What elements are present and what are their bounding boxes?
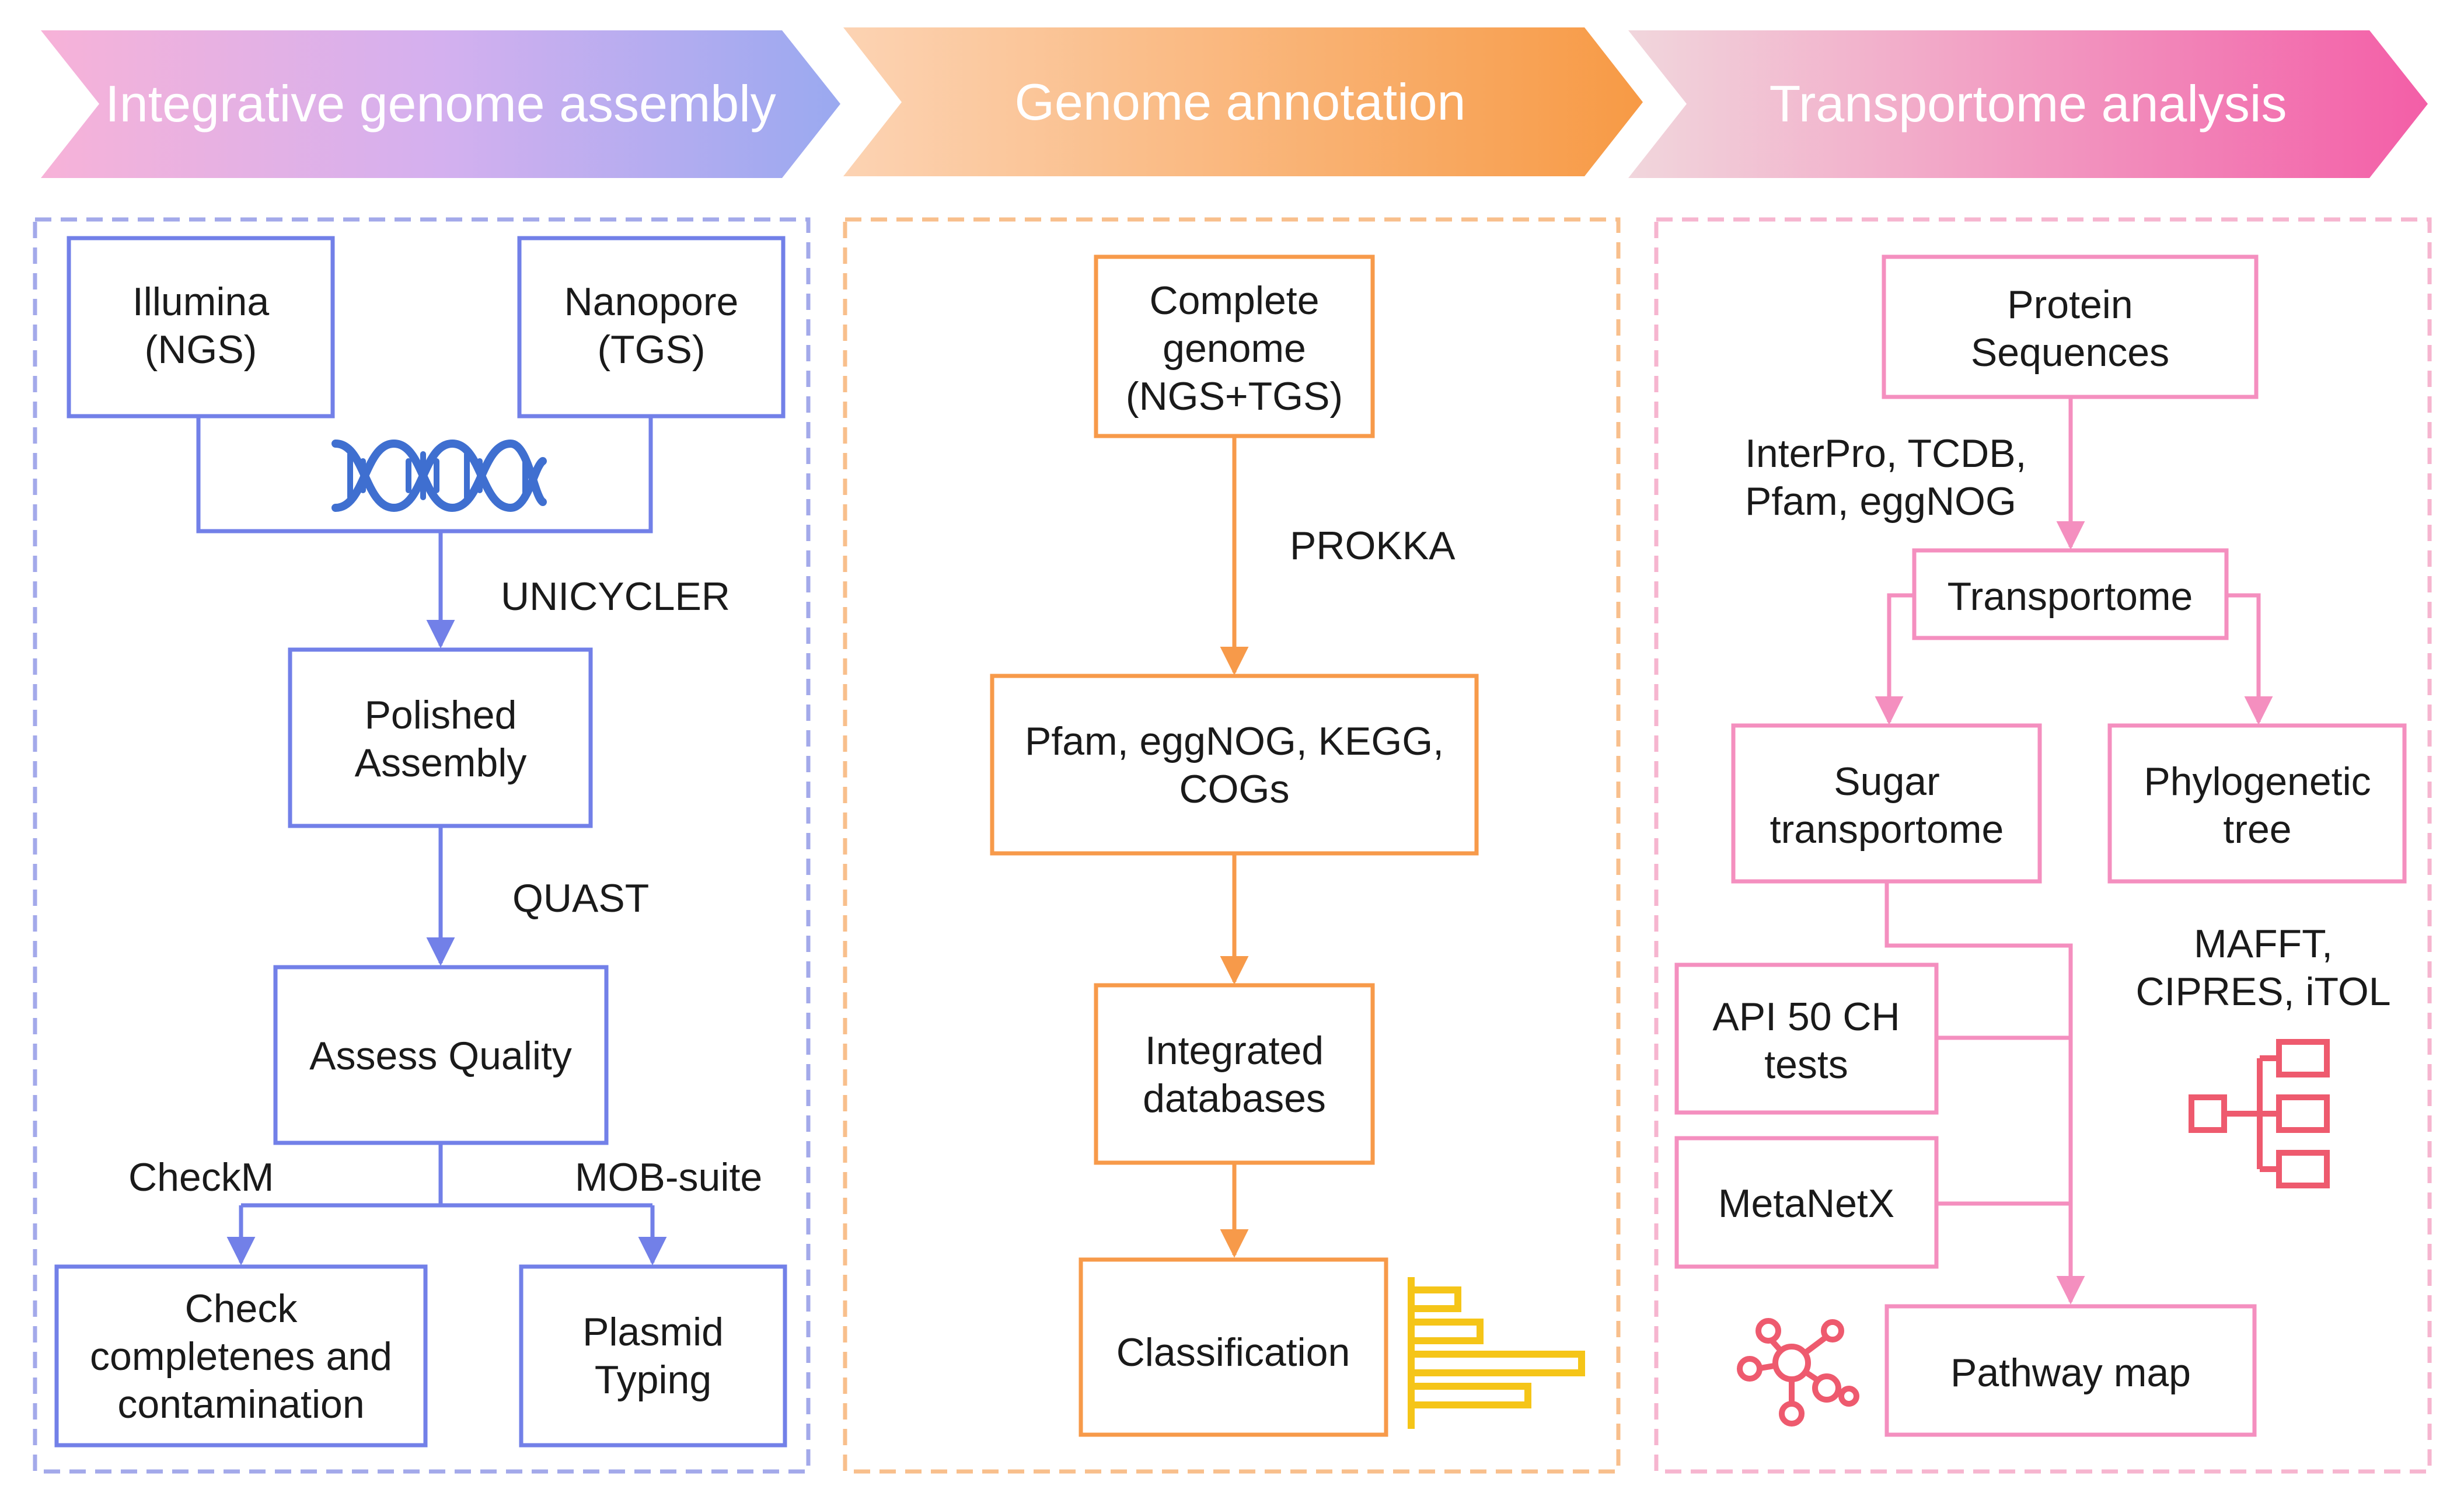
svg-text:Pfam, eggNOG, KEGG,COGs: Pfam, eggNOG, KEGG,COGs [1025,719,1444,811]
transport-connectors [1875,397,2273,1305]
nanopore-line-1: Nanopore [564,280,739,324]
complete-line-2: genome [1163,326,1306,371]
banner-annotation-label: Genome annotation [1014,73,1465,131]
banner-assembly-label: Integrative genome assembly [105,75,776,132]
svg-text:Nanopore(TGS): Nanopore(TGS) [564,280,739,372]
panel-transportome [1654,217,2432,1474]
sugar-line-2: transportome [1770,807,2004,852]
check-line-1: Check [185,1286,298,1331]
banner-transportome-label: Transportome analysis [1770,75,2287,132]
api-line-2: tests [1764,1042,1848,1087]
checkm-label: CheckM [128,1155,274,1199]
classification-label: Classification [1116,1330,1350,1375]
banner-assembly: Integrative genome assembly [41,30,840,178]
complete-line-3: (NGS+TGS) [1126,374,1343,419]
dna-icon [331,439,547,512]
integrated-line-1: Integrated [1145,1028,1324,1073]
polished-line-2: Assembly [355,741,527,785]
annotation-databases-box: Pfam, eggNOG, KEGG,COGs [990,674,1479,856]
sugar-line-1: Sugar [1834,759,1939,804]
svg-text:MAFFT,CIPRES, iTOL: MAFFT,CIPRES, iTOL [2135,922,2390,1014]
nanopore-box: Nanopore(TGS) [517,236,786,419]
pathway-map-box: Pathway map [1884,1304,2257,1437]
mafft-line-2: CIPRES, iTOL [2135,970,2390,1014]
svg-text:InterPro, TCDB,Pfam, eggNOG: InterPro, TCDB,Pfam, eggNOG [1745,431,2026,524]
classification-box: Classification [1079,1257,1388,1437]
tools-line-2: Pfam, eggNOG [1745,479,2016,524]
network-icon [1737,1318,1859,1427]
pathway-map-label: Pathway map [1950,1351,2191,1395]
tools-line-1: InterPro, TCDB, [1745,431,2026,476]
polished-line-1: Polished [365,693,517,737]
mafft-line-1: MAFFT, [2194,922,2333,966]
metanetx-label: MetaNetX [1718,1181,1894,1226]
protein-line-2: Sequences [1971,330,2169,375]
complete-line-1: Complete [1149,278,1319,323]
dbs-line-1: Pfam, eggNOG, KEGG, [1025,719,1444,763]
assess-quality-label: Assess Quality [309,1034,572,1078]
check-line-3: contamination [117,1382,364,1427]
protein-line-1: Protein [2007,283,2133,327]
illumina-box: Illumina(NGS) [67,236,335,419]
check-line-2: completenes and [90,1334,392,1379]
phylo-line-1: Phylogenetic [2144,759,2371,804]
tree-icon [2189,1039,2330,1188]
assembly-connectors [196,416,667,1265]
quast-label: QUAST [512,876,649,920]
illumina-line-1: Illumina [132,280,269,324]
illumina-line-2: (NGS) [145,327,257,372]
api-line-1: API 50 CH [1712,995,1900,1039]
unicycler-label: UNICYCLER [501,574,730,619]
mobsuite-label: MOB-suite [575,1155,762,1199]
transportome-box: Transportome [1912,548,2229,640]
transportome-label: Transportome [1948,574,2193,619]
plasmid-line-1: Plasmid [582,1310,724,1354]
banner-annotation: Genome annotation [843,27,1643,176]
metanetx-box: MetaNetX [1674,1136,1939,1269]
integrated-line-2: databases [1143,1076,1326,1121]
phylo-line-2: tree [2223,807,2291,852]
panel-annotation [843,217,1621,1474]
dbs-line-2: COGs [1179,767,1290,811]
banner-transportome: Transportome analysis [1628,30,2428,178]
bar-chart-icon [1408,1277,1585,1429]
prokka-label: PROKKA [1290,524,1456,568]
panel-assembly [33,217,811,1474]
svg-text:Illumina(NGS): Illumina(NGS) [132,280,269,372]
nanopore-line-2: (TGS) [597,327,705,372]
assess-quality-box: Assess Quality [273,965,609,1145]
plasmid-line-2: Typing [595,1358,711,1402]
